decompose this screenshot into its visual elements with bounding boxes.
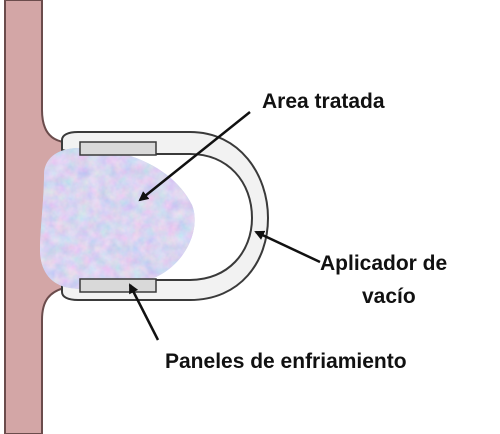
arrow-cooling-panels xyxy=(128,283,160,341)
arrow-applicator xyxy=(254,230,321,264)
label-cooling-panels: Paneles de enfriamiento xyxy=(165,350,407,373)
treated-area-tissue xyxy=(40,148,195,290)
arrow-treated-area xyxy=(138,111,251,202)
label-applicator-line1: Aplicador de xyxy=(320,252,447,275)
cooling-panel-bottom xyxy=(79,278,157,293)
cooling-panel-top xyxy=(79,141,157,156)
label-applicator-line2: vacío xyxy=(362,285,416,308)
label-treated-area: Area tratada xyxy=(262,90,385,113)
